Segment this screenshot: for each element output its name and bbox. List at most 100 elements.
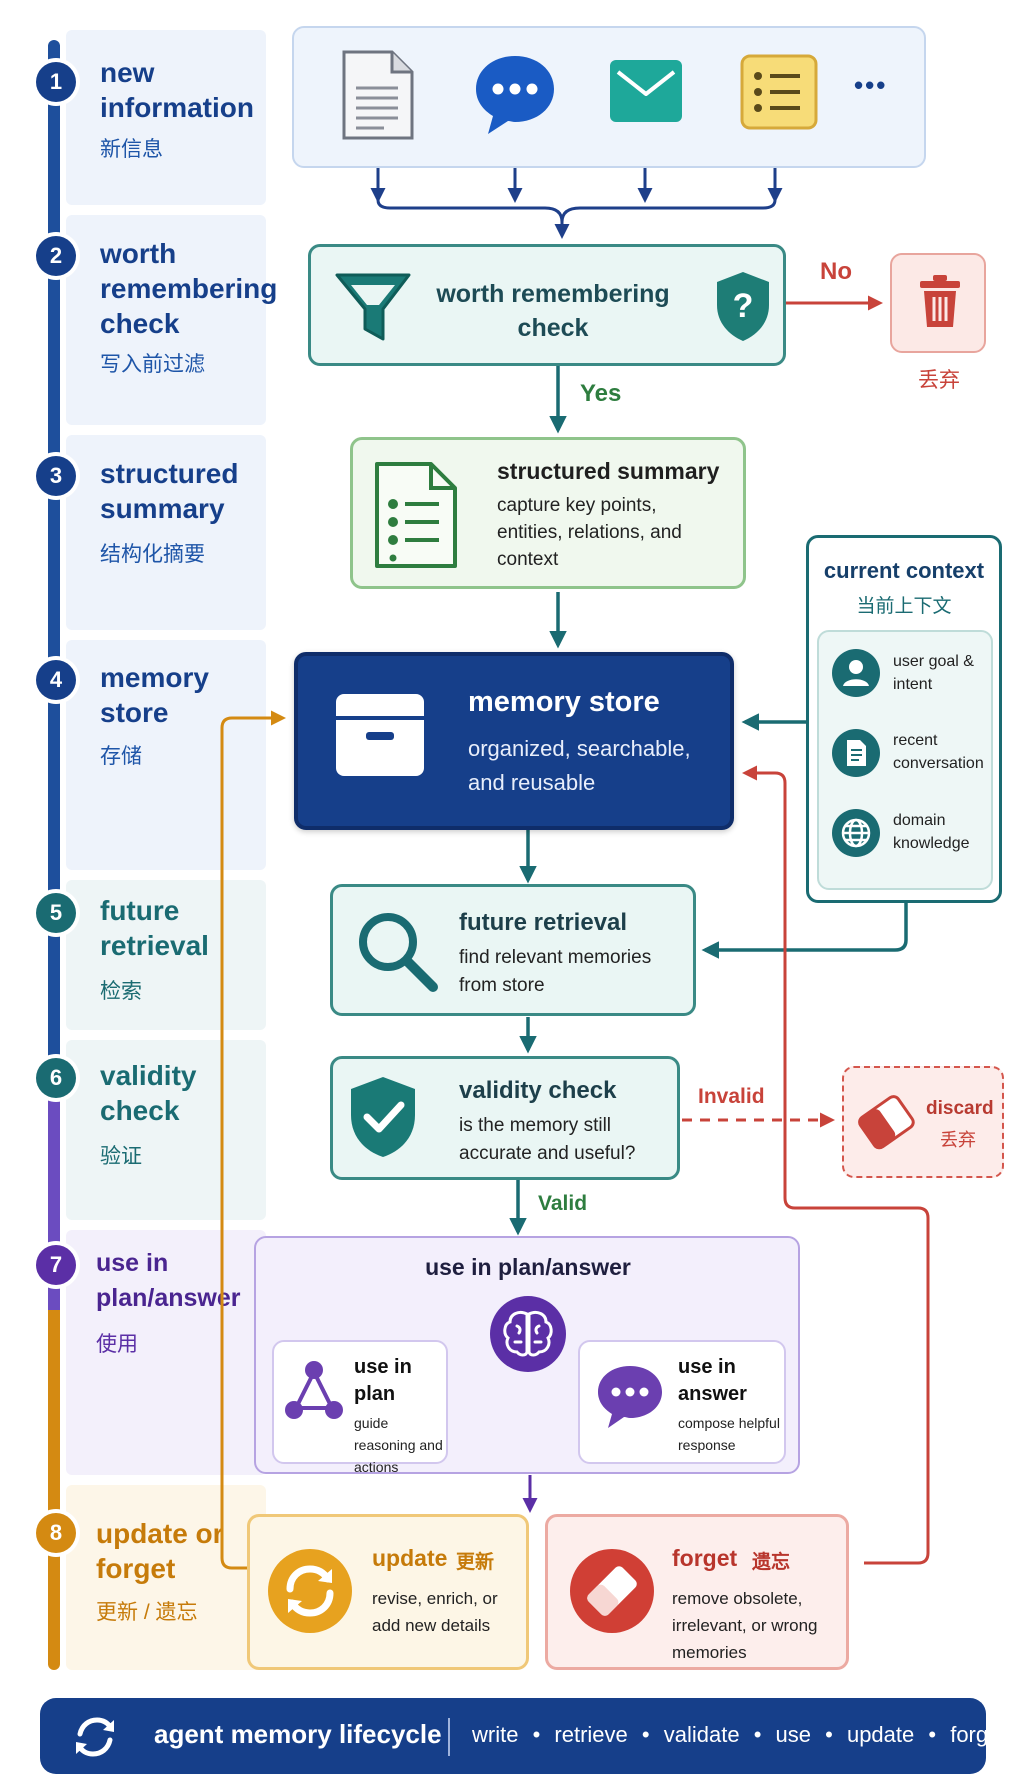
retrieval-desc-2: from store (459, 975, 545, 996)
validity-title: validity check (459, 1077, 617, 1104)
more-sources-icon: ••• (854, 70, 888, 100)
future-retrieval-box: future retrieval find relevant memories … (330, 884, 696, 1016)
stage-title-7: use in plan/answer (96, 1249, 241, 1312)
worth-remembering-check-box: worth remembering check ? (308, 244, 786, 366)
retrieval-title: future retrieval (459, 909, 628, 936)
network-icon (284, 1358, 344, 1431)
checklist-document-icon (373, 460, 459, 575)
current-context-panel: current context 当前上下文 user goal & intent… (806, 535, 1002, 903)
stage-bg-3 (66, 435, 266, 630)
email-icon (608, 58, 684, 129)
footer-step-write: write (472, 1722, 519, 1747)
forget-title: forget (672, 1545, 738, 1571)
stage-number-7: 7 (36, 1245, 76, 1285)
footer-title: agent memory lifecycle (154, 1719, 442, 1749)
globe-icon (831, 808, 881, 863)
forget-description: remove obsolete, irrelevant, or wrong me… (672, 1589, 818, 1662)
footer-separator: • (825, 1722, 833, 1747)
context-zh: 当前上下文 (856, 596, 952, 617)
use-in-answer-card: use in answer compose helpful response (578, 1340, 786, 1464)
answer-description: compose helpful response (678, 1415, 780, 1453)
use-in-plan-card: use in plan guide reasoning and actions (272, 1340, 448, 1475)
cycle-icon (70, 1712, 120, 1767)
footer-separator: • (928, 1722, 937, 1747)
worth-check-title: worth remembering check (436, 280, 670, 342)
stage-number-4: 4 (36, 660, 76, 700)
stage-bg-5 (66, 880, 266, 1030)
stage-number-8: 8 (36, 1513, 76, 1553)
stage-bg-7 (66, 1230, 266, 1475)
footer-banner: agent memory lifecycle write • retrieve … (40, 1698, 1006, 1774)
plan-title: use in plan (354, 1356, 412, 1405)
no-label: No (820, 258, 852, 285)
summary-description: capture key points, entities, relations,… (497, 495, 682, 570)
footer-step-use: use (775, 1722, 811, 1747)
stage-bg-2 (66, 215, 266, 425)
update-box: update 更新 revise, enrich, or add new det… (247, 1514, 529, 1670)
footer-separator: • (641, 1722, 650, 1747)
context-item-2-label: recent conversation (893, 732, 984, 772)
chat-icon (594, 1362, 666, 1435)
validity-check-box: validity check is the memory still accur… (330, 1056, 680, 1180)
chat-icon (472, 52, 558, 143)
invalid-label: Invalid (698, 1085, 765, 1108)
trash-icon (918, 275, 962, 334)
discard-box: discard 丢弃 (842, 1066, 1004, 1178)
stage-title-4: memory store (100, 662, 209, 728)
stage-number-6: 6 (36, 1058, 76, 1098)
context-title: current context (823, 558, 985, 583)
refresh-icon (266, 1547, 354, 1640)
discard-zh: 丢弃 (940, 1130, 976, 1150)
discard-label: discard (926, 1098, 994, 1119)
retrieval-desc-1: find relevant memories (459, 947, 652, 968)
footer-steps: write • retrieve • validate • use • upda… (472, 1722, 1006, 1748)
stage-title-6: validity check (100, 1060, 197, 1126)
yes-label: Yes (580, 380, 622, 407)
answer-title: use in answer (678, 1356, 747, 1405)
list-icon (740, 54, 818, 135)
archive-box-icon (334, 692, 426, 783)
stage-number-5: 5 (36, 893, 76, 933)
stage-bg-8 (66, 1485, 266, 1670)
footer-separator: • (532, 1722, 541, 1747)
stage-title-5: future retrieval (100, 895, 209, 961)
brain-icon (488, 1294, 568, 1379)
use-panel-title: use in plan/answer (425, 1254, 631, 1280)
forget-zh: 遗忘 (752, 1552, 791, 1573)
structured-summary-box: structured summary capture key points, e… (350, 437, 746, 589)
footer-step-validate: validate (663, 1722, 740, 1747)
update-title: update (372, 1545, 448, 1571)
timeline-bar-blue (48, 40, 60, 1080)
summary-title: structured summary (497, 458, 720, 484)
stage-zh-8: 更新 / 遗忘 (96, 1601, 198, 1624)
search-icon (353, 907, 441, 1000)
memory-store-title: memory store (468, 686, 660, 718)
validity-desc-2: accurate and useful? (459, 1143, 636, 1164)
stage-number-3: 3 (36, 456, 76, 496)
stage-zh-6: 验证 (100, 1145, 142, 1168)
context-item-1-label: user goal & intent (893, 653, 974, 693)
stage-title-2: worth remembering check (100, 238, 278, 339)
eraser-icon (858, 1090, 916, 1161)
footer-step-forget: forget (950, 1722, 1007, 1747)
stage-zh-1: 新信息 (100, 138, 163, 161)
stage-zh-3: 结构化摘要 (100, 543, 205, 566)
stage-number-1: 1 (36, 62, 76, 102)
stage-zh-7: 使用 (96, 1333, 138, 1356)
context-items-card: user goal & intent recent conversation d… (817, 630, 993, 890)
stage-title-3: structured summary (100, 458, 239, 524)
document-icon (340, 48, 416, 147)
stage-title-8: update or forget (96, 1518, 224, 1584)
shield-check-icon (347, 1073, 419, 1166)
memory-store-box: memory store organized, searchable, and … (294, 652, 734, 830)
discard-trash-box (890, 253, 986, 353)
document-icon (831, 728, 881, 783)
validity-desc-1: is the memory still (459, 1115, 612, 1136)
forget-box: forget 遗忘 remove obsolete, irrelevant, o… (545, 1514, 849, 1670)
update-description: revise, enrich, or add new details (372, 1589, 498, 1635)
new-information-panel: ••• (292, 26, 926, 168)
context-item-3-label: domain knowledge (893, 812, 970, 852)
filter-icon (333, 267, 413, 352)
memory-store-desc-2: and reusable (468, 770, 596, 795)
plan-description: guide reasoning and actions (354, 1415, 443, 1475)
